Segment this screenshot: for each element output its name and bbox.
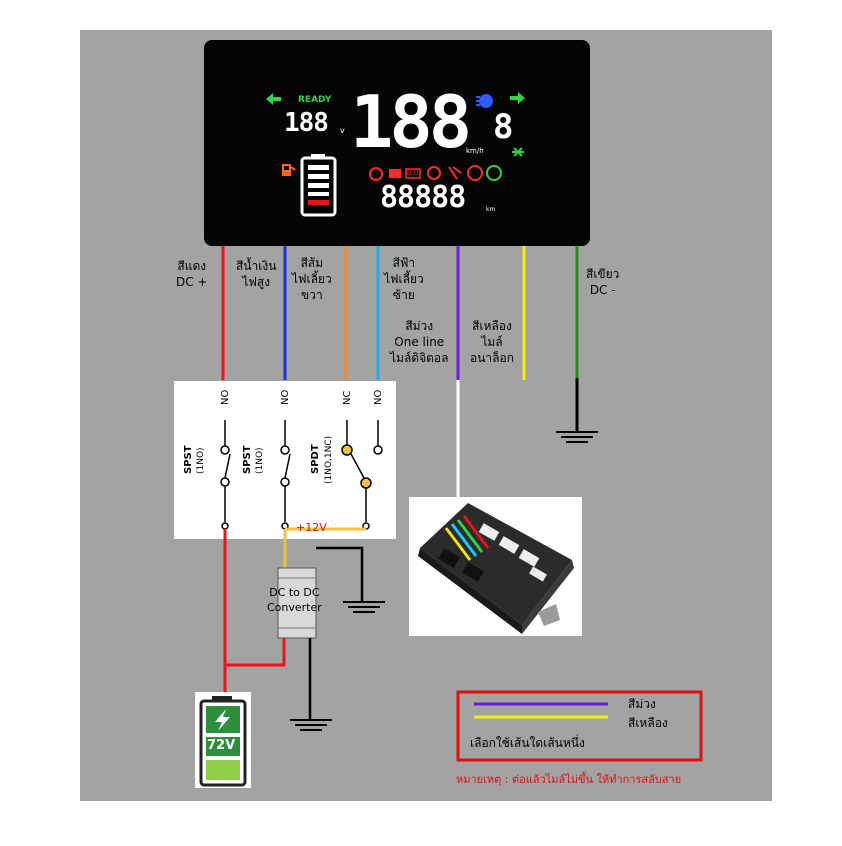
- sw3-contact-nc: NC: [342, 390, 353, 405]
- right-arrow-icon: [510, 92, 525, 104]
- small-display-unit: v: [340, 126, 345, 135]
- wire-label-blue: สีน้ำเงินไฟสูง: [236, 259, 277, 289]
- switch-3: [341, 420, 383, 530]
- plus12v-label: +12V: [296, 521, 327, 534]
- wire-label-yellow: สีเหลืองไมล์อนาล็อก: [470, 319, 514, 365]
- brake-icon: [427, 166, 441, 180]
- wire-converter-ground: [316, 546, 364, 602]
- wire-red-converter: [225, 638, 286, 667]
- ecu-label: ECU: [406, 170, 419, 177]
- ecu-icon: [405, 168, 421, 179]
- sw1-sub: (1NO): [196, 447, 206, 474]
- warning-icons: [369, 165, 502, 181]
- switch-1: [220, 420, 231, 530]
- ground-symbol-3: [290, 719, 332, 731]
- cruise-icon: [486, 165, 502, 181]
- speed-unit: km/h: [466, 147, 484, 155]
- kickstand-icon: [448, 166, 462, 180]
- sw3-contact-no: NO: [373, 389, 384, 405]
- highbeam-indicator-icon: [512, 147, 524, 157]
- sw2-contact: NO: [280, 389, 291, 405]
- legend-box: [456, 690, 703, 762]
- switch-2: [280, 420, 291, 530]
- legend-yellow-label: สีเหลือง: [628, 716, 668, 730]
- note-text: หมายเหตุ : ต่อแล้วไมล์ไม่ขึ้น ให้ทำการสล…: [456, 773, 682, 786]
- motor-controller: [418, 503, 574, 634]
- legend-choose-label: เลือกใช้เส้นใดเส้นหนึ่ง: [470, 736, 585, 750]
- odometer-display: 88888: [380, 180, 466, 215]
- sw1-contact: NO: [220, 389, 231, 405]
- sw2-type: SPST: [242, 445, 253, 474]
- motor-icon: [369, 167, 383, 181]
- legend-purple-label: สีม่วง: [628, 697, 656, 711]
- small-display: 188: [284, 108, 329, 138]
- lightning-icon: [215, 709, 230, 731]
- ground-symbol-2: [343, 601, 385, 613]
- park-icon: [467, 165, 483, 181]
- odometer-unit: km: [486, 206, 496, 213]
- sw3-type: SPDT: [310, 444, 321, 474]
- sw3-sub: (1NO,1NC): [324, 435, 334, 484]
- fuel-icon: [282, 164, 296, 176]
- battery-cap: [212, 696, 232, 701]
- gear-display: 8: [493, 107, 514, 147]
- battery-gauge-icon: [300, 154, 337, 217]
- battery-body: [199, 699, 247, 787]
- headlight-icon: [476, 94, 493, 108]
- battery-voltage: 72V: [207, 738, 236, 753]
- dc-converter: [277, 567, 317, 639]
- left-arrow-icon: [266, 93, 281, 105]
- wire-label-light-blue: สีฟ้าไฟเลี้ยวซ้าย: [384, 256, 424, 302]
- sw1-type: SPST: [183, 445, 194, 474]
- speed-display: 188: [350, 80, 472, 164]
- ground-symbol-1: [556, 431, 598, 443]
- sw2-sub: (1NO): [255, 447, 265, 474]
- ready-label: READY: [298, 95, 332, 105]
- wire-label-orange: สีส้มไฟเลี้ยวขวา: [292, 256, 332, 302]
- engine-icon: [389, 169, 401, 178]
